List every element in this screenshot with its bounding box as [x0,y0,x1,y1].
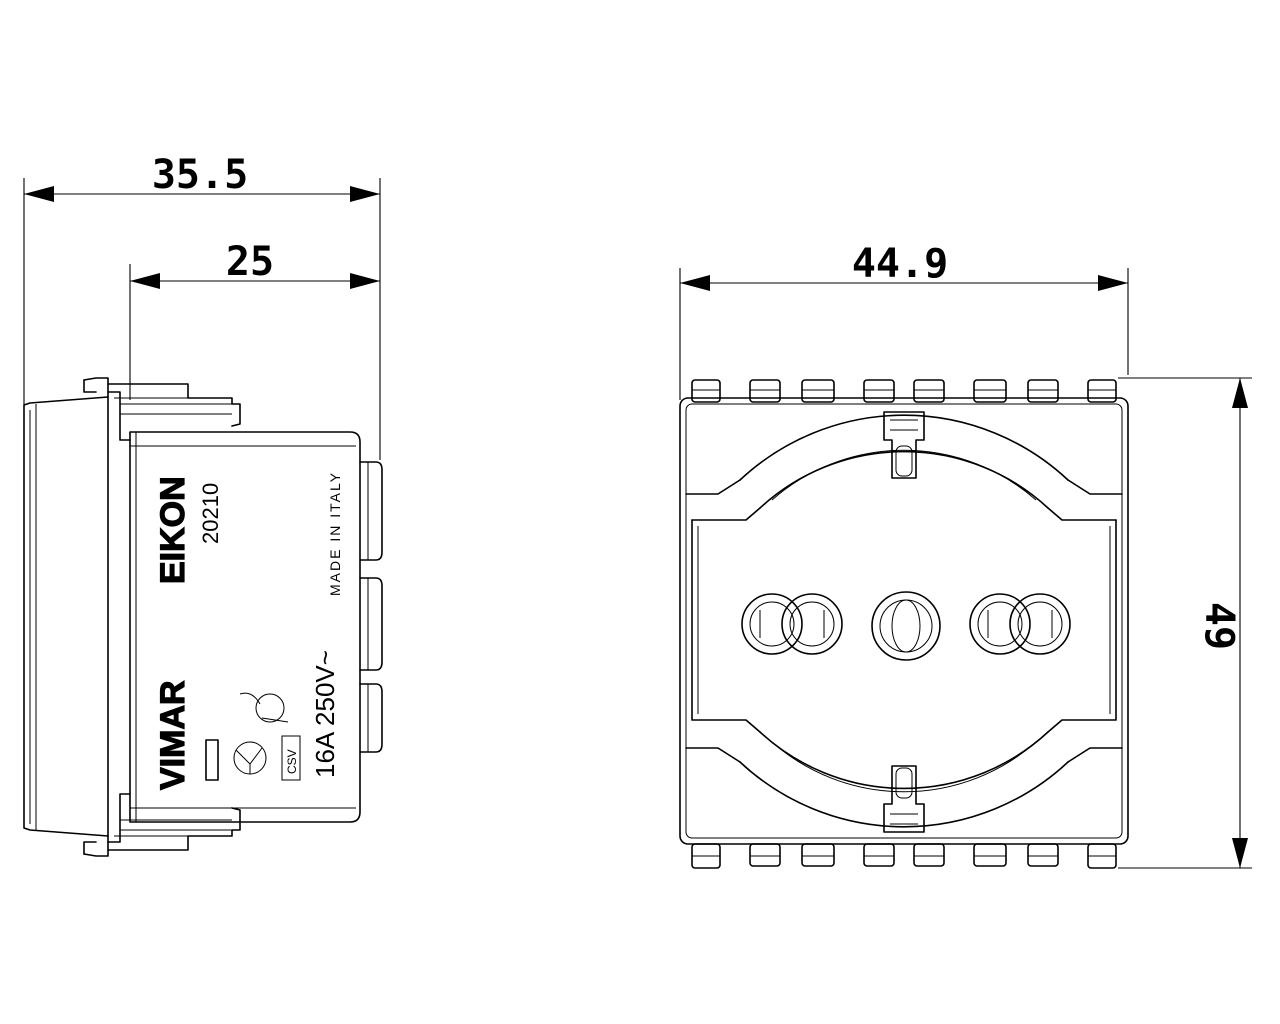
bottom-tabs [691,843,1117,869]
cert-box [281,735,301,781]
brand-label: VIMAR [154,680,192,790]
right-socket-hole-icon [969,593,1071,655]
dim-side-body-label: 25 [226,239,274,285]
bottom-earth-clip [883,765,925,833]
rating-label: 16A 250V~ [310,650,340,778]
dim-front-width-label: 44.9 [852,241,948,287]
dim-front-height-label: 49 [1196,602,1242,650]
top-tabs [691,379,1117,403]
front-view [679,379,1129,869]
dim-front-width: 44.9 [679,241,1129,400]
code-label: 20210 [198,483,223,544]
center-socket-hole-icon [871,591,941,661]
dim-side-body: 25 [129,239,380,400]
top-earth-clip [883,411,925,479]
series-label: EIKON [154,476,192,584]
dim-side-total-label: 35.5 [152,152,248,198]
indicator-mark [205,739,219,781]
side-view: VIMAR EIKON 20210 MADE IN ITALY 16A 250V… [23,377,383,857]
origin-label: MADE IN ITALY [327,471,343,596]
cert-symbol-icon [233,692,289,775]
cert-label: CSV [285,749,299,774]
dim-side-total: 35.5 [23,152,381,460]
left-socket-hole-icon [741,593,843,655]
dim-front-height: 49 [1118,377,1252,869]
